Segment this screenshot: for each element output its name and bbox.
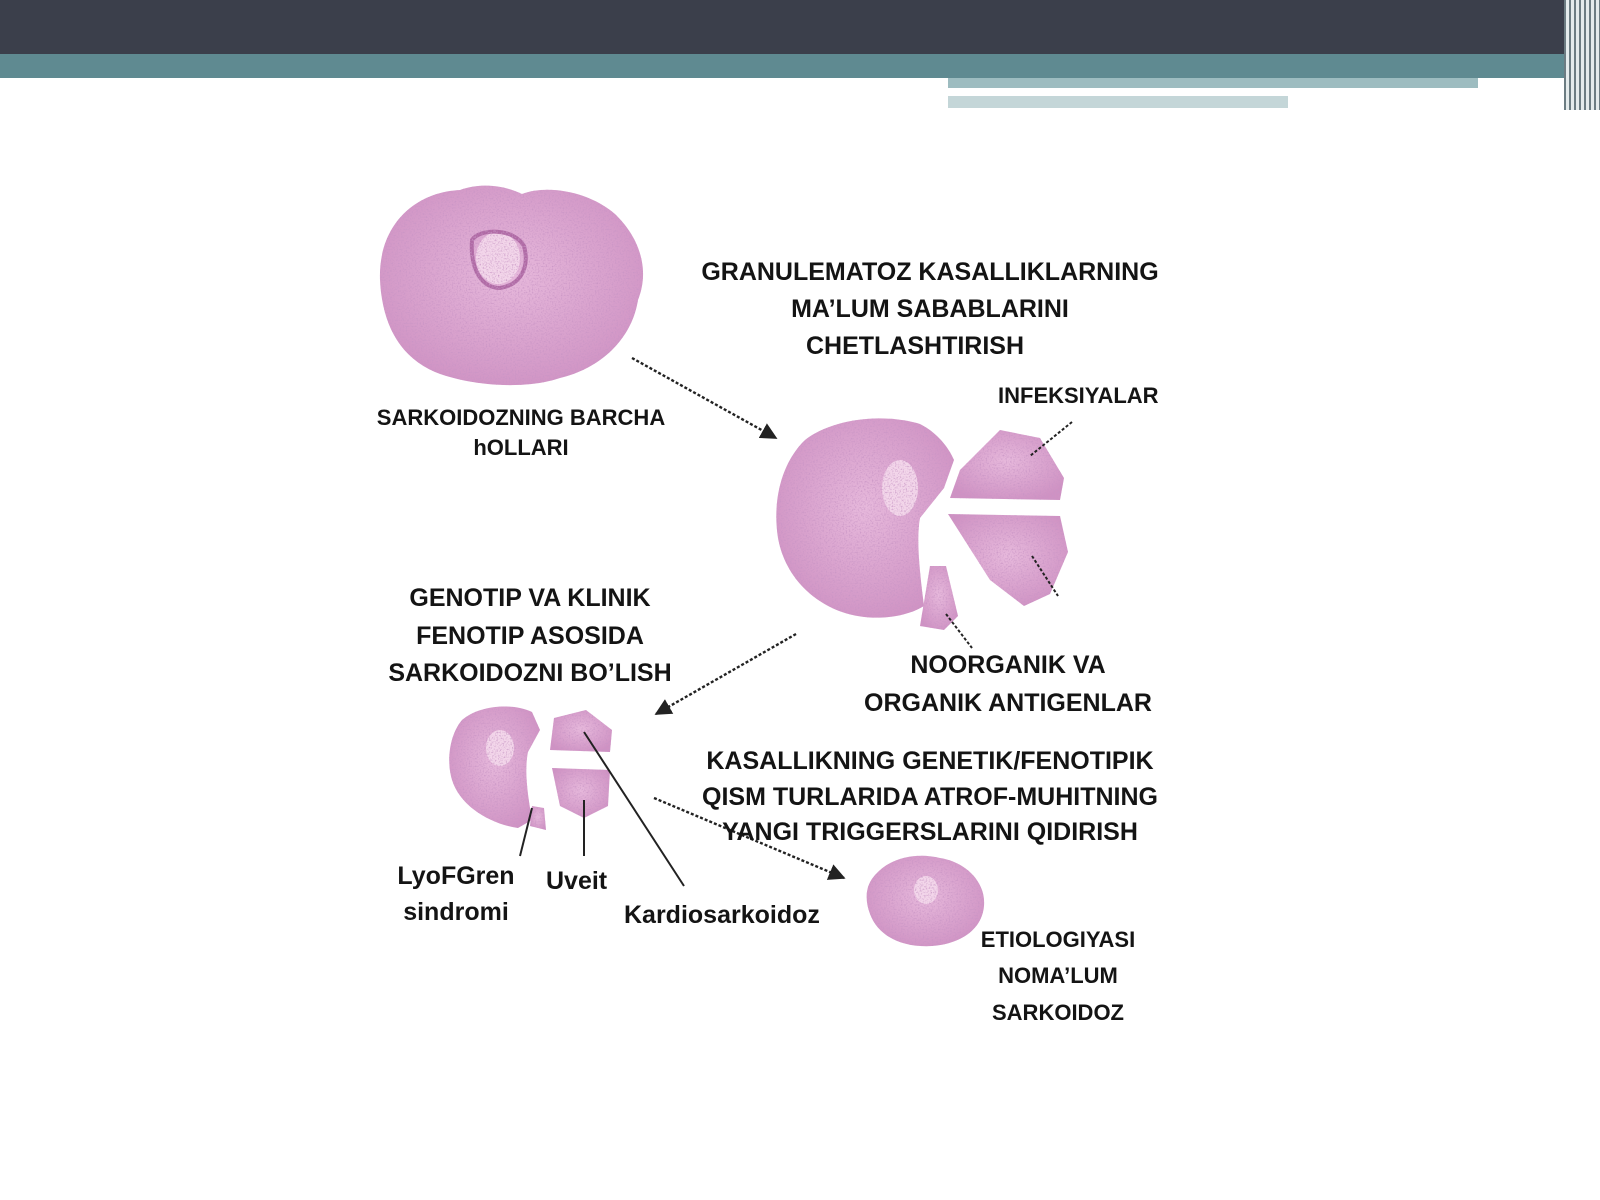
- slide-header-band: [0, 54, 1600, 78]
- pointer-fragment: [1031, 555, 1059, 597]
- slide-edge-decoration: [1564, 0, 1600, 110]
- small-granuloma-icon: [866, 855, 985, 947]
- slide-header-bar: [0, 0, 1600, 54]
- pointer-lofgren: [519, 807, 533, 857]
- granuloma-tissue-icon: [379, 185, 644, 386]
- fragmented-granuloma-icon: [776, 418, 1068, 630]
- pointer-antigens: [945, 613, 973, 649]
- subtype-granuloma-icon: [449, 706, 612, 830]
- pointer-infections: [1029, 421, 1073, 457]
- slide-header-accent-thin: [948, 96, 1288, 108]
- label-cardiac: Kardiosarkoidoz: [624, 901, 820, 929]
- arrow-to-subtypes: [654, 632, 797, 716]
- label-infections: INFEKSIYALAR: [998, 383, 1159, 408]
- label-uveitis: Uveit: [546, 867, 608, 895]
- arrow-to-unknown: [653, 796, 846, 880]
- arrow-to-exclusion: [631, 356, 778, 440]
- slide-header-accent: [948, 78, 1478, 88]
- pointer-cardiac: [583, 731, 685, 887]
